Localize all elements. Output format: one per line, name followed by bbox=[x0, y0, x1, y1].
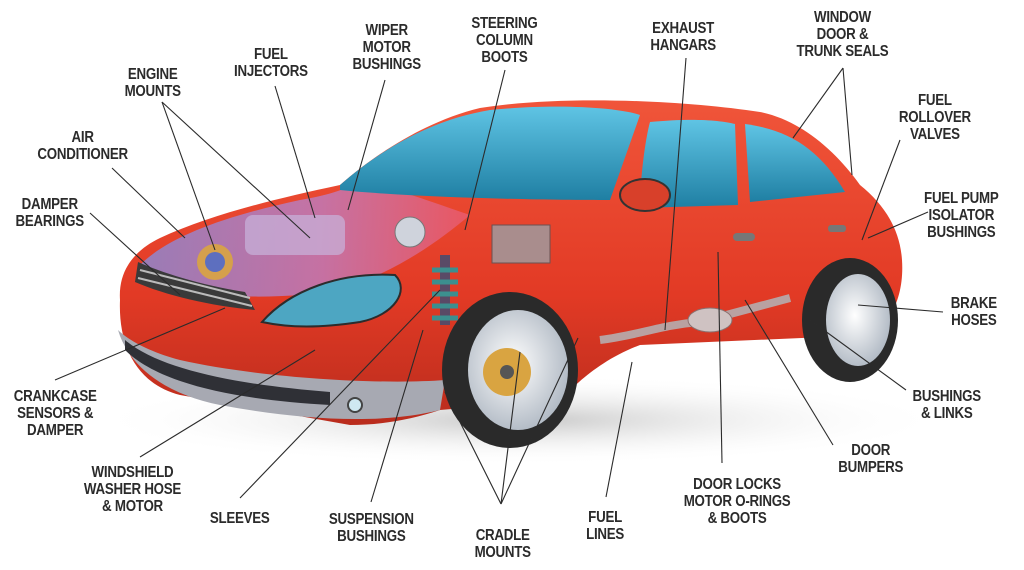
label-fuel-lines: FUEL LINES bbox=[586, 509, 625, 543]
label-door-locks-motor-orings-boots: DOOR LOCKS MOTOR O-RINGS & BOOTS bbox=[683, 476, 791, 527]
engine-cover bbox=[245, 215, 345, 255]
leader-lines bbox=[54, 57, 944, 505]
ac-pulley bbox=[394, 216, 426, 248]
label-cradle-mounts: CRADLE MOUNTS bbox=[474, 527, 531, 561]
suspension-spring bbox=[432, 255, 458, 325]
front-bumper bbox=[118, 330, 445, 420]
label-windshield-washer-hose-motor: WINDSHIELD WASHER HOSE & MOTOR bbox=[83, 464, 182, 515]
label-exhaust-hangars: EXHAUST HANGARS bbox=[650, 20, 716, 54]
label-engine-mounts: ENGINE MOUNTS bbox=[124, 66, 181, 100]
label-bushings-links: BUSHINGS & LINKS bbox=[912, 388, 982, 422]
label-fuel-rollover-valves: FUEL ROLLOVER VALVES bbox=[898, 92, 971, 143]
rear-wheel bbox=[802, 258, 898, 382]
windshield bbox=[340, 106, 640, 200]
label-damper-bearings: DAMPER BEARINGS bbox=[15, 196, 85, 230]
label-crankcase-sensors-damper: CRANKCASE SENSORS & DAMPER bbox=[13, 388, 97, 439]
label-suspension-bushings: SUSPENSION BUSHINGS bbox=[328, 511, 414, 545]
rear-side-window bbox=[745, 124, 845, 202]
front-door-handle bbox=[733, 233, 755, 241]
label-sleeves: SLEEVES bbox=[209, 510, 270, 527]
label-fuel-injectors: FUEL INJECTORS bbox=[234, 46, 308, 80]
label-steering-column-boots: STEERING COLUMN BOOTS bbox=[471, 15, 538, 66]
headlight bbox=[260, 273, 402, 328]
label-wiper-motor-bushings: WIPER MOTOR BUSHINGS bbox=[352, 22, 422, 73]
rear-door-handle bbox=[828, 225, 846, 232]
fog-light bbox=[347, 397, 363, 413]
side-mirror bbox=[619, 178, 671, 212]
label-air-conditioner: AIR CONDITIONER bbox=[37, 129, 128, 163]
front-wheel bbox=[442, 292, 578, 448]
front-grille bbox=[135, 262, 255, 310]
label-window-door-trunk-seals: WINDOW DOOR & TRUNK SEALS bbox=[796, 9, 889, 60]
label-door-bumpers: DOOR BUMPERS bbox=[838, 442, 904, 476]
label-fuel-pump-isolator-bushings: FUEL PUMP ISOLATOR BUSHINGS bbox=[924, 190, 999, 241]
label-brake-hoses: BRAKE HOSES bbox=[950, 295, 997, 329]
battery bbox=[491, 224, 551, 264]
